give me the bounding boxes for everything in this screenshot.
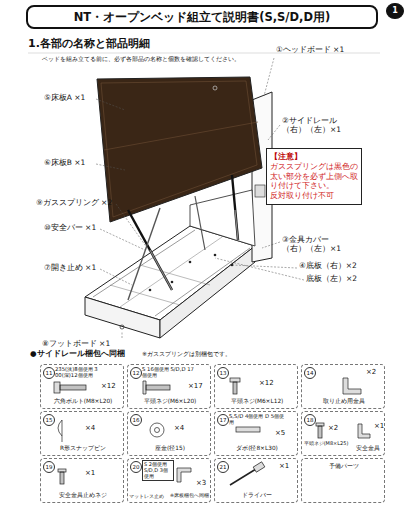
count: ×2 — [366, 368, 384, 376]
document-title: NT・オープンベッド組立て説明書(S,S/D,D用) — [28, 11, 376, 24]
count: ×12 — [259, 379, 289, 387]
part-name: 安全金具 — [350, 445, 385, 451]
part-cell: 18 ×2 平頭ネジ(M8×L25) ×1 安全金具 — [301, 411, 385, 456]
callout-label: 底板（左）×2 — [306, 275, 376, 284]
part-name: 平頭ネジ(M8×L25) — [303, 441, 349, 447]
page-number: 1 — [386, 3, 404, 19]
part-name: ドライバー — [217, 492, 297, 499]
callout-label: ⑦開き止め ×1 — [44, 264, 104, 273]
callout-label: ②サイドレール （右）（左）×1 — [282, 117, 352, 134]
part-name: R形スナップピン — [43, 445, 123, 452]
part-name: マットレス止め — [129, 493, 171, 499]
part-name: 平頭ネジ(M6×L12) — [217, 398, 297, 405]
part-name: ダボ(径8×L30) — [217, 445, 297, 452]
callout-label: ⑥床板B ×1 — [44, 159, 104, 168]
part-cell: 12S 16個使用 S/D,D 17個使用 ×17 平頭ネジ(M6×L20) — [127, 364, 211, 409]
note-text: 反対取り付け不可 — [270, 191, 358, 201]
part-number: 19 — [43, 461, 55, 473]
note-text: ※床板梱包へ同梱 — [170, 493, 211, 499]
usage-note: S 16個使用 S/D,D 17個使用 — [142, 366, 198, 378]
count: ×4 — [85, 424, 115, 432]
count: ×1 — [85, 469, 115, 477]
part-cell: 21 ×1 ドライバー — [214, 458, 298, 503]
callout-label: ④底板（右）×2 — [299, 262, 379, 271]
part-number: 13 — [217, 367, 229, 379]
usage-note: S,S/D 4個使用 D 5個使用 — [229, 413, 285, 425]
list-note: ※ガススプリングは別梱包です。 — [142, 351, 282, 358]
part-cell: 11235(浅)8個使用 300(深)12個使用×12 六角ボルト(M8×L20) — [40, 364, 124, 409]
count: ×1 — [374, 422, 386, 430]
part-number: 17 — [217, 414, 229, 426]
part-number: 14 — [304, 367, 316, 379]
part-cell: 20S 2個使用 S/D,D 3個使用 ×3 マットレス止め※床板梱包へ同梱 — [127, 458, 211, 503]
count: ×5 — [275, 429, 297, 437]
instruction-text: ベッドを組み立てる前に、必ず各部品の名称と個数を確認してください。 — [42, 56, 362, 62]
part-number: 11 — [43, 367, 55, 379]
part-name: 予備パーツ — [306, 463, 382, 470]
part-cell: 14 ×2 取り止め用金具 — [301, 364, 385, 409]
count: ×12 — [101, 382, 123, 390]
part-number: 12 — [130, 367, 142, 379]
note-text: ガススプリングは黒色の太い部分を必ず上側へ取り付けて下さい。 — [270, 162, 358, 191]
part-name: 取り止め用金具 — [304, 398, 384, 405]
callout-label: ①ヘッドボード ×1 — [276, 46, 376, 55]
part-cell: 予備パーツ — [301, 458, 385, 503]
part-name: 安全金具止めネジ — [43, 492, 123, 499]
part-name: 平頭ネジ(M6×L20) — [130, 398, 210, 405]
count: ×2 — [328, 424, 348, 432]
part-cell: 16 ×4 座金(径15) — [127, 411, 211, 456]
callout-label: ⑤床板A ×1 — [44, 94, 104, 103]
count: ×3 — [196, 479, 212, 487]
part-cell: 13 ×12 平頭ネジ(M6×L12) — [214, 364, 298, 409]
count: ×17 — [188, 382, 210, 390]
part-cell: 17S,S/D 4個使用 D 5個使用 ×5 ダボ(径8×L30) — [214, 411, 298, 456]
part-name: 座金(径15) — [130, 445, 210, 452]
part-cell: 19 ×1 安全金具止めネジ — [40, 458, 124, 503]
callout-label: ⑩安全バー ×1 — [44, 224, 104, 233]
callout-label: ⑧フットボード ×1 — [42, 340, 122, 349]
count: ×4 — [174, 424, 204, 432]
list-heading: ●サイドレール梱包へ同梱 — [30, 350, 150, 359]
count: ×1 — [279, 462, 297, 470]
part-number: 21 — [217, 461, 229, 473]
callout-label: ⑨ガススプリング ×2 — [36, 199, 116, 208]
callout-label: ③金具カバー （右）（左）×1 — [282, 236, 354, 253]
part-number: 16 — [130, 414, 142, 426]
title-frame: NT・オープンベッド組立て説明書(S,S/D,D用) — [26, 5, 378, 29]
usage-note: 235(浅)8個使用 300(深)12個使用 — [55, 366, 101, 378]
part-name: 六角ボルト(M8×L20) — [43, 398, 123, 405]
part-number: 18 — [304, 414, 316, 426]
caution-box: 【注意】ガススプリングは黒色の太い部分を必ず上側へ取り付けて下さい。反対取り付け… — [266, 148, 362, 205]
usage-note: S 2個使用 S/D,D 3個使用 — [142, 460, 174, 481]
part-cell: 15 ×4R形スナップピン — [40, 411, 124, 456]
note-heading: 【注意】 — [270, 152, 358, 162]
part-number: 15 — [43, 414, 55, 426]
part-number: 20 — [130, 461, 142, 473]
